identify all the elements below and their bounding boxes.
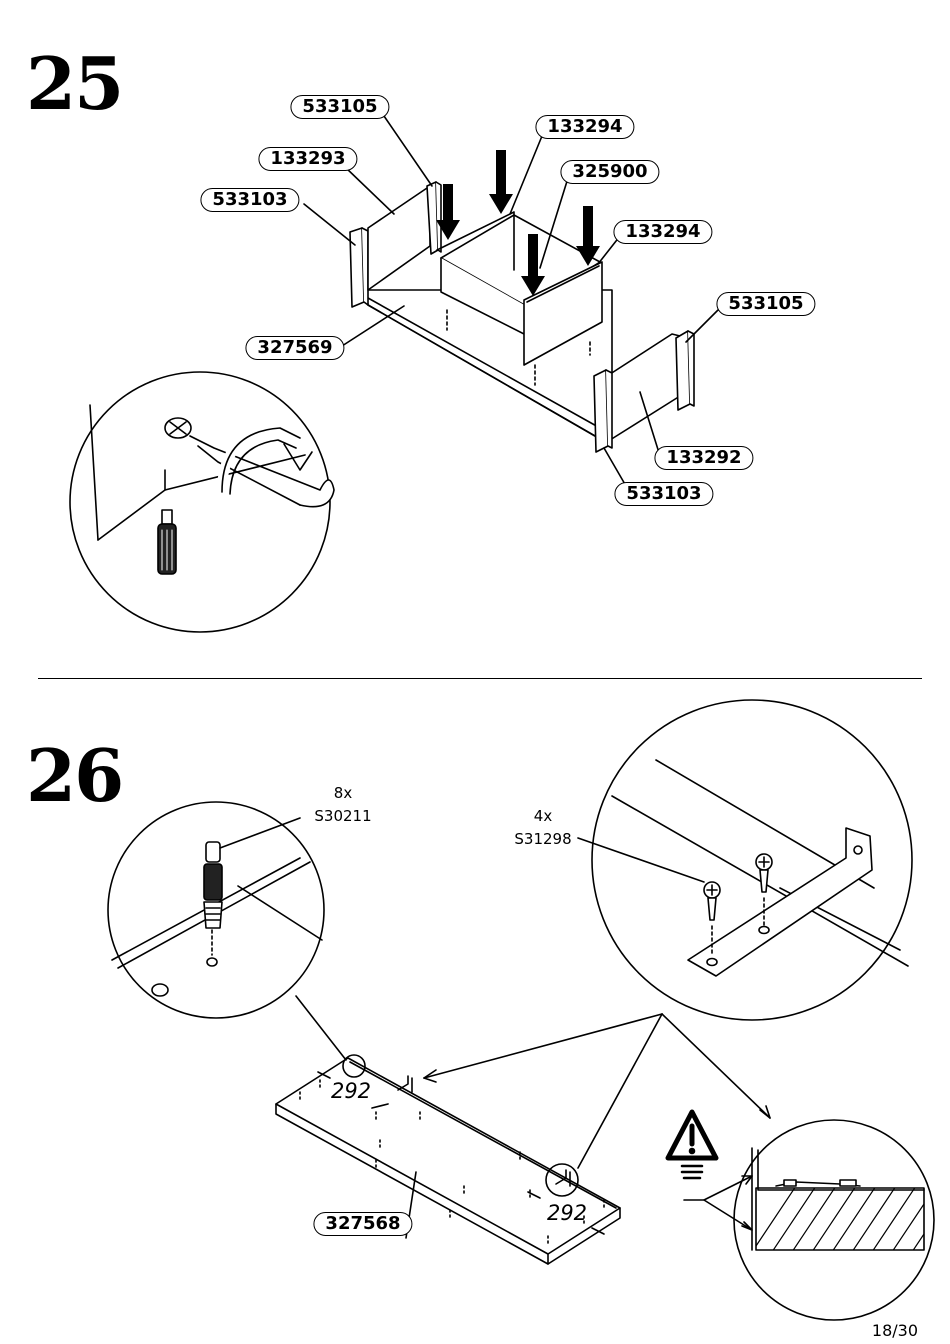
part-label-133294-right: 133294 [613,220,713,244]
dimension-left: 292 [330,1079,372,1103]
step25-assembly-drawing [69,115,721,633]
part-label-533105-top: 533105 [290,95,390,119]
part-label-133293: 133293 [258,147,358,171]
part-label-533105-right: 533105 [716,292,816,316]
part-label-533103-bottom: 533103 [614,482,714,506]
fitting-a-code: S30211 [314,807,372,825]
step26-assembly-drawing [107,699,935,1321]
part-label-327569: 327569 [245,336,345,360]
part-label-533103-left: 533103 [200,188,300,212]
part-label-325900: 325900 [560,160,660,184]
fitting-b-code: S31298 [514,830,572,848]
part-label-133292: 133292 [654,446,754,470]
part-label-133294-top: 133294 [535,115,635,139]
dimension-right: 292 [546,1201,588,1225]
page-number: 18/30 [871,1321,918,1340]
step-number-25: 25 [26,41,124,126]
part-label-327568: 327568 [313,1212,413,1236]
fitting-a-qty: 8x [333,784,353,802]
fitting-b-qty: 4x [533,807,553,825]
warning-icon [665,1109,719,1180]
step-number-26: 26 [26,733,124,818]
section-divider [38,678,922,679]
